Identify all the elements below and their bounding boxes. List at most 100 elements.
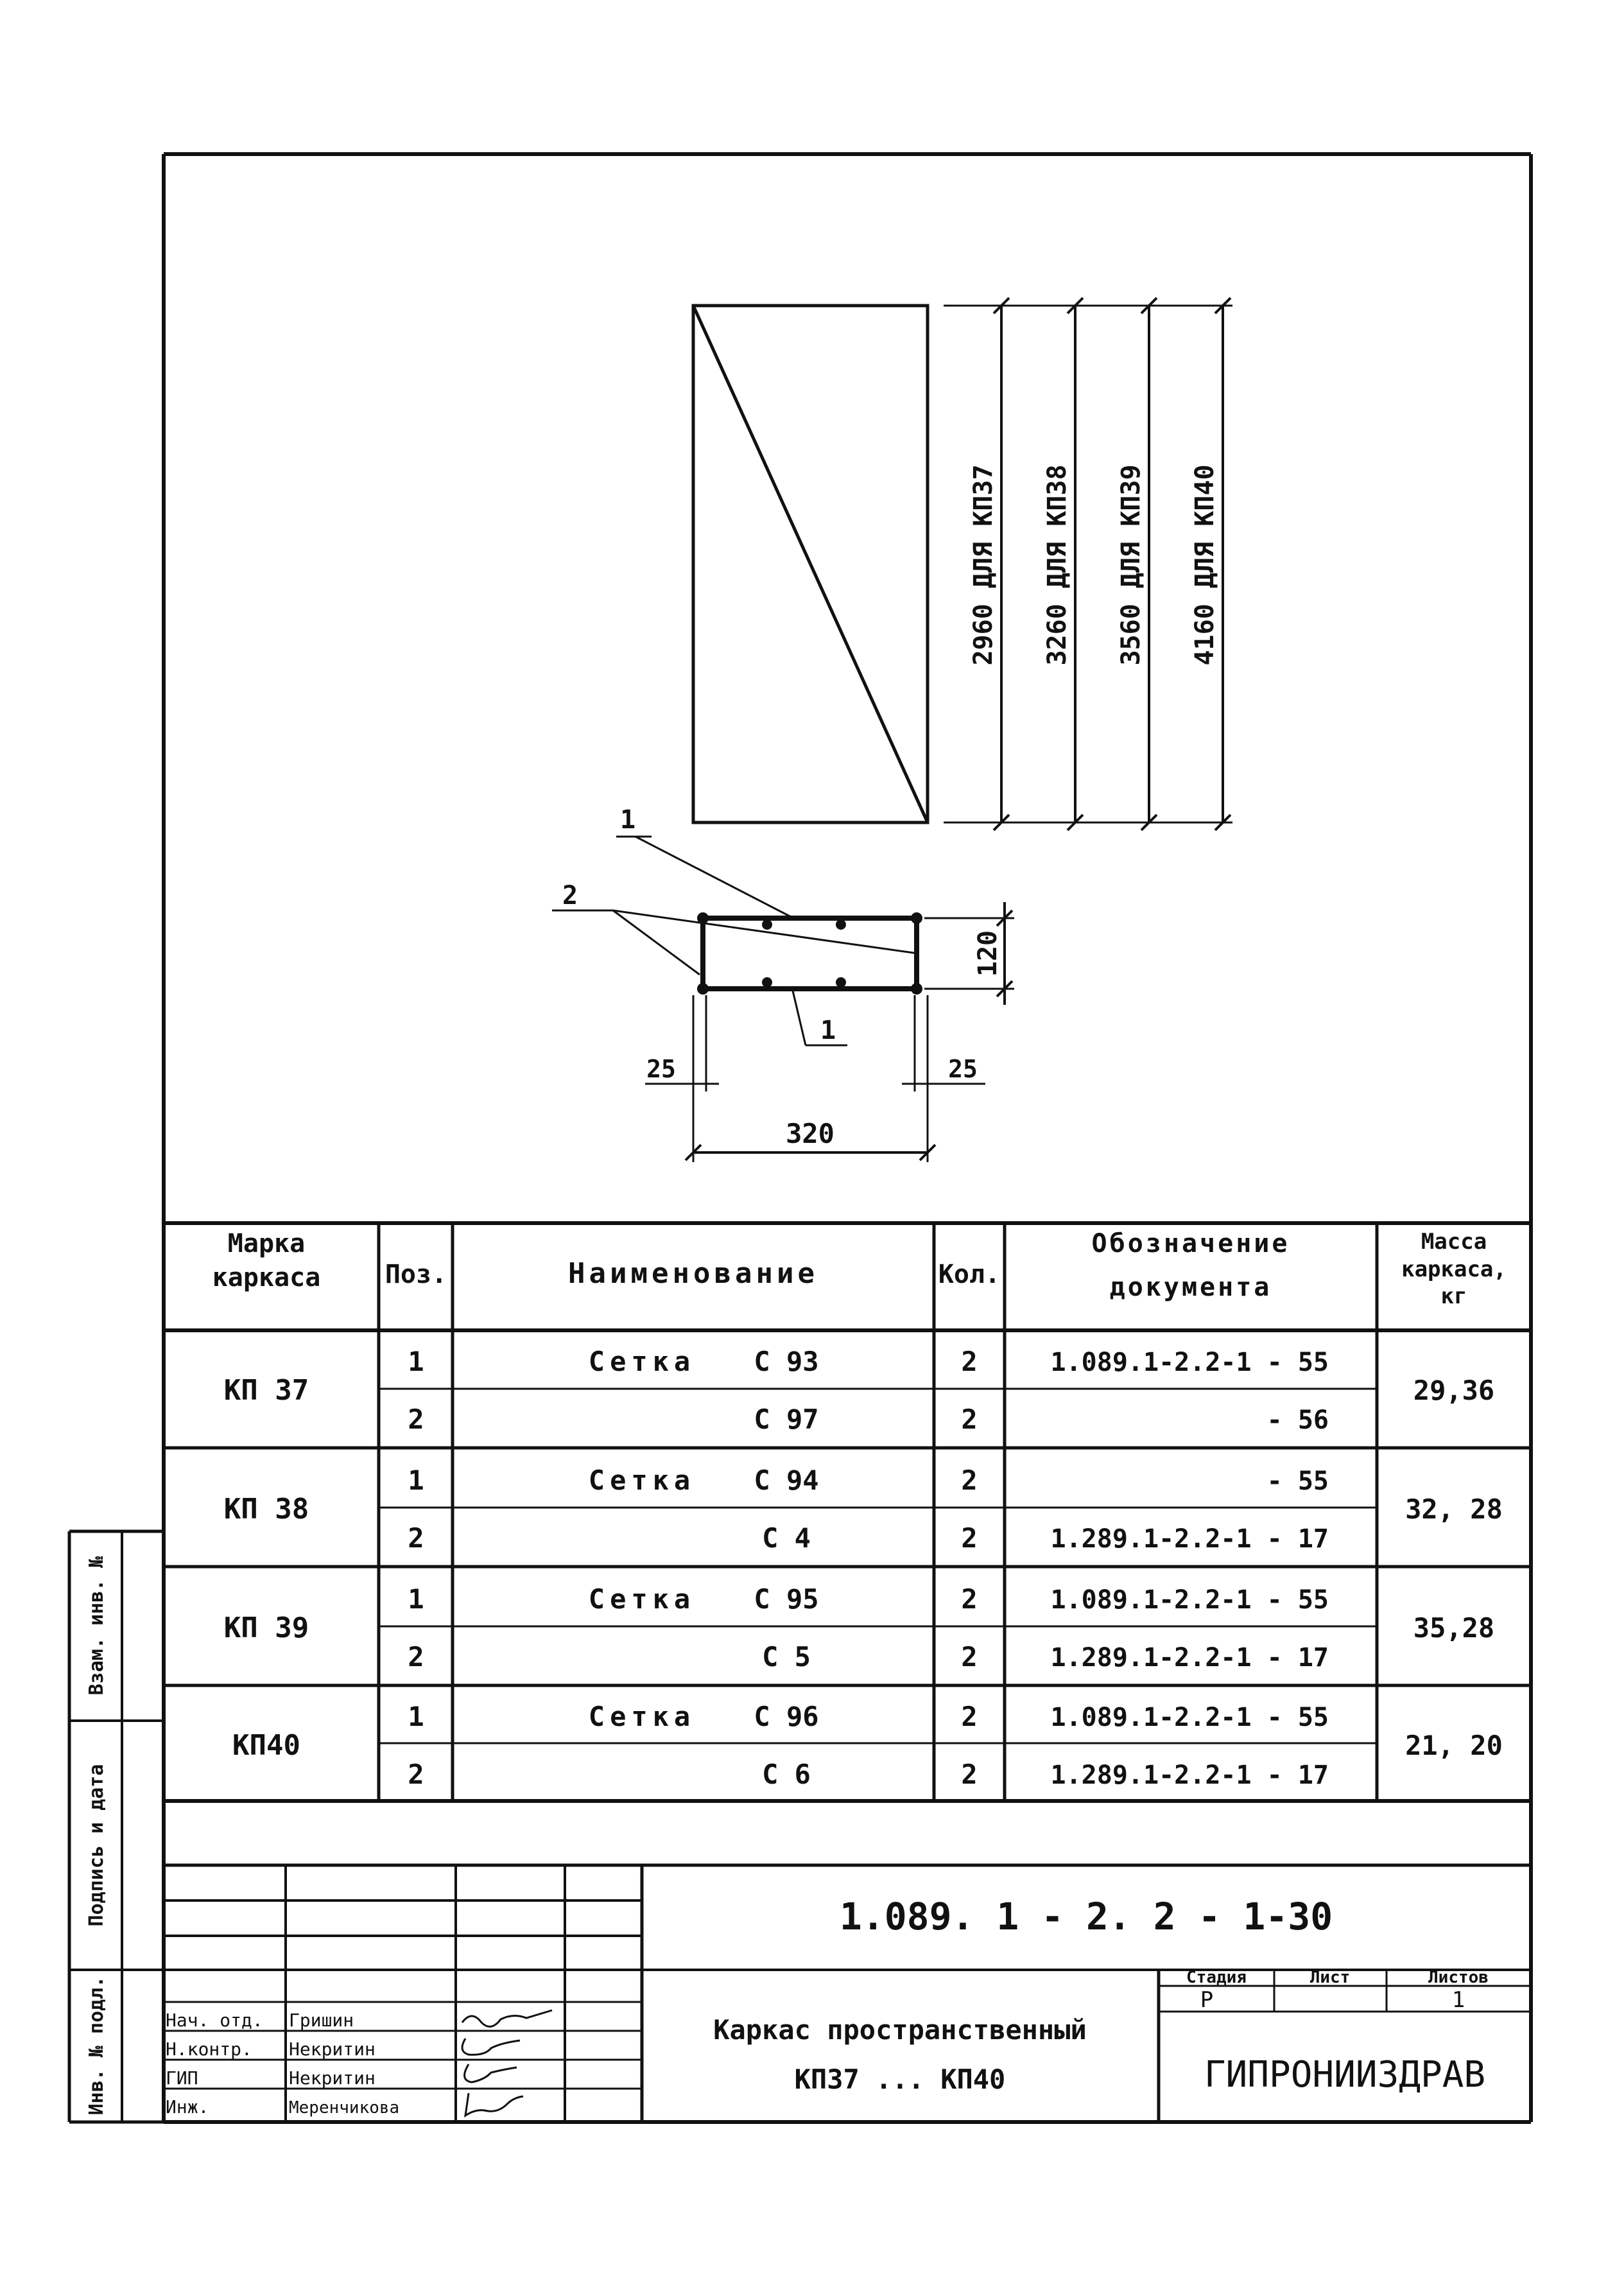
row-pos: 2 <box>408 1404 424 1435</box>
row-name: Сетка <box>589 1583 695 1615</box>
svg-text:4160 ДЛЯ КП40: 4160 ДЛЯ КП40 <box>1190 464 1220 665</box>
table-row: 1 Сетка С 95 2 1.089.1-2.2-1 - 55 <box>408 1583 1329 1615</box>
row-code: С 97 <box>754 1404 818 1435</box>
sheets-label: Листов <box>1428 1968 1489 1987</box>
row-pos: 1 <box>408 1583 424 1615</box>
handwritten-signature <box>464 2092 524 2118</box>
table-group-kp38: КП 38 32, 28 1 Сетка С 94 2 - 55 2 С 4 2… <box>224 1465 1503 1554</box>
table-row: 2 С 5 2 1.289.1-2.2-1 - 17 <box>408 1641 1329 1673</box>
table-row: 1 Сетка С 93 2 1.089.1-2.2-1 - 55 <box>408 1346 1329 1377</box>
dim-word: ДЛЯ <box>1116 542 1146 588</box>
dim-mark: КП39 <box>1116 464 1146 526</box>
group-mark: КП40 <box>232 1729 300 1762</box>
row-qty: 2 <box>961 1404 977 1435</box>
header-mass: Масса <box>1421 1229 1487 1255</box>
handwritten-signature <box>461 2038 521 2056</box>
row-qty: 2 <box>961 1701 977 1732</box>
row-qty: 2 <box>961 1522 977 1554</box>
header-mark-2: каркаса <box>212 1263 321 1292</box>
signatory-role: ГИП <box>166 2067 198 2089</box>
cross-section <box>552 835 1014 1162</box>
signatory-row: ГИП Некритин <box>166 2064 517 2089</box>
document-code: 1.089. 1 - 2. 2 - 1-30 <box>840 1895 1333 1938</box>
row-code: С 93 <box>754 1346 818 1377</box>
svg-text:Подпись и дата: Подпись и дата <box>85 1764 108 1927</box>
svg-text:Инв. № подл.: Инв. № подл. <box>85 1976 108 2116</box>
table-group-kp40: КП40 21, 20 1 Сетка С 96 2 1.089.1-2.2-1… <box>232 1701 1503 1790</box>
document-title: Каркас пространственный <box>713 2014 1087 2046</box>
handwritten-signature <box>463 2064 517 2083</box>
group-mass: 21, 20 <box>1405 1730 1503 1761</box>
svg-text:2960 ДЛЯ КП37: 2960 ДЛЯ КП37 <box>969 464 998 665</box>
row-doc: 1.089.1-2.2-1 - 55 <box>1051 1703 1329 1732</box>
dim-mark: КП40 <box>1190 464 1220 526</box>
row-qty: 2 <box>961 1641 977 1673</box>
signatory-name: Некритин <box>289 2067 376 2089</box>
specification-table-grid <box>164 1221 1531 1803</box>
sheet-label: Лист <box>1310 1968 1351 1987</box>
row-pos: 2 <box>408 1641 424 1673</box>
svg-text:120: 120 <box>973 930 1003 977</box>
table-row: 2 С 97 2 - 56 <box>408 1404 1329 1435</box>
header-doc-2: документа <box>1110 1273 1272 1302</box>
table-group-kp37: КП 37 29,36 1 Сетка С 93 2 1.089.1-2.2-1… <box>224 1346 1494 1435</box>
row-code: С 96 <box>754 1701 818 1732</box>
section-height-label: 120 <box>973 930 1003 977</box>
row-pos: 1 <box>408 1465 424 1496</box>
group-mass: 32, 28 <box>1405 1493 1503 1525</box>
header-mass-2: каркаса, <box>1401 1257 1507 1282</box>
row-pos: 2 <box>408 1522 424 1554</box>
table-header: Марка каркаса Поз. Наименование Кол. Обо… <box>212 1229 1507 1309</box>
dim-mark: КП38 <box>1042 464 1072 526</box>
stage-label: Стадия <box>1186 1968 1247 1987</box>
table-row: 1 Сетка С 94 2 - 55 <box>408 1465 1329 1496</box>
signatory-role: Инж. <box>166 2096 209 2118</box>
dim-word: ДЛЯ <box>969 542 998 588</box>
row-name: Сетка <box>589 1465 695 1496</box>
header-doc: Обозначение <box>1092 1229 1290 1258</box>
row-doc: 1.289.1-2.2-1 - 17 <box>1051 1524 1329 1554</box>
section-right-cover: 25 <box>948 1055 978 1083</box>
row-doc: 1.289.1-2.2-1 - 17 <box>1051 1761 1329 1790</box>
group-mark: КП 38 <box>224 1493 309 1526</box>
signatory-name: Меренчикова <box>289 2098 399 2118</box>
dim-word: ДЛЯ <box>1042 542 1072 588</box>
row-code: С 95 <box>754 1583 818 1615</box>
dim-word: ДЛЯ <box>1190 542 1220 588</box>
row-doc: 1.089.1-2.2-1 - 55 <box>1051 1585 1329 1615</box>
header-qty: Кол. <box>938 1260 1000 1289</box>
header-mass-3: кг <box>1441 1283 1467 1309</box>
signatory-role: Н.контр. <box>166 2039 252 2060</box>
header-pos: Поз. <box>385 1260 447 1289</box>
group-mark: КП 39 <box>224 1612 309 1644</box>
signatory-row: Н.контр. Некритин <box>166 2038 521 2060</box>
row-doc: 1.289.1-2.2-1 - 17 <box>1051 1643 1329 1673</box>
svg-text:Взам. инв. №: Взам. инв. № <box>85 1556 108 1696</box>
callout-1-top: 1 <box>620 805 635 835</box>
sheet-frame <box>162 152 1533 2124</box>
section-left-cover: 25 <box>646 1055 676 1083</box>
dimension-label-kp39: 3560 ДЛЯ КП39 <box>1116 464 1146 665</box>
stage-value: Р <box>1200 1987 1213 2013</box>
row-pos: 1 <box>408 1701 424 1732</box>
callout-2-side: 2 <box>562 881 578 910</box>
side-stamp-inv-orig: Инв. № подл. <box>85 1976 108 2116</box>
row-code: С 94 <box>754 1465 818 1496</box>
section-width-label: 320 <box>786 1118 834 1149</box>
dimension-label-kp38: 3260 ДЛЯ КП38 <box>1042 464 1072 665</box>
side-stamp-sign-date: Подпись и дата <box>85 1764 108 1927</box>
sheets-value: 1 <box>1452 1987 1465 2013</box>
table-row: 2 С 6 2 1.289.1-2.2-1 - 17 <box>408 1759 1329 1790</box>
dim-value: 3260 <box>1042 604 1072 665</box>
dimension-label-kp37: 2960 ДЛЯ КП37 <box>969 464 998 665</box>
dim-mark: КП37 <box>969 464 998 526</box>
svg-text:3560 ДЛЯ КП39: 3560 ДЛЯ КП39 <box>1116 464 1146 665</box>
row-name: Сетка <box>589 1701 695 1732</box>
group-mass: 35,28 <box>1413 1612 1494 1644</box>
signatory-row: Инж. Меренчикова <box>166 2092 524 2118</box>
row-pos: 2 <box>408 1759 424 1790</box>
handwritten-signature <box>461 2009 553 2028</box>
svg-text:3260 ДЛЯ КП38: 3260 ДЛЯ КП38 <box>1042 464 1072 665</box>
row-qty: 2 <box>961 1759 977 1790</box>
